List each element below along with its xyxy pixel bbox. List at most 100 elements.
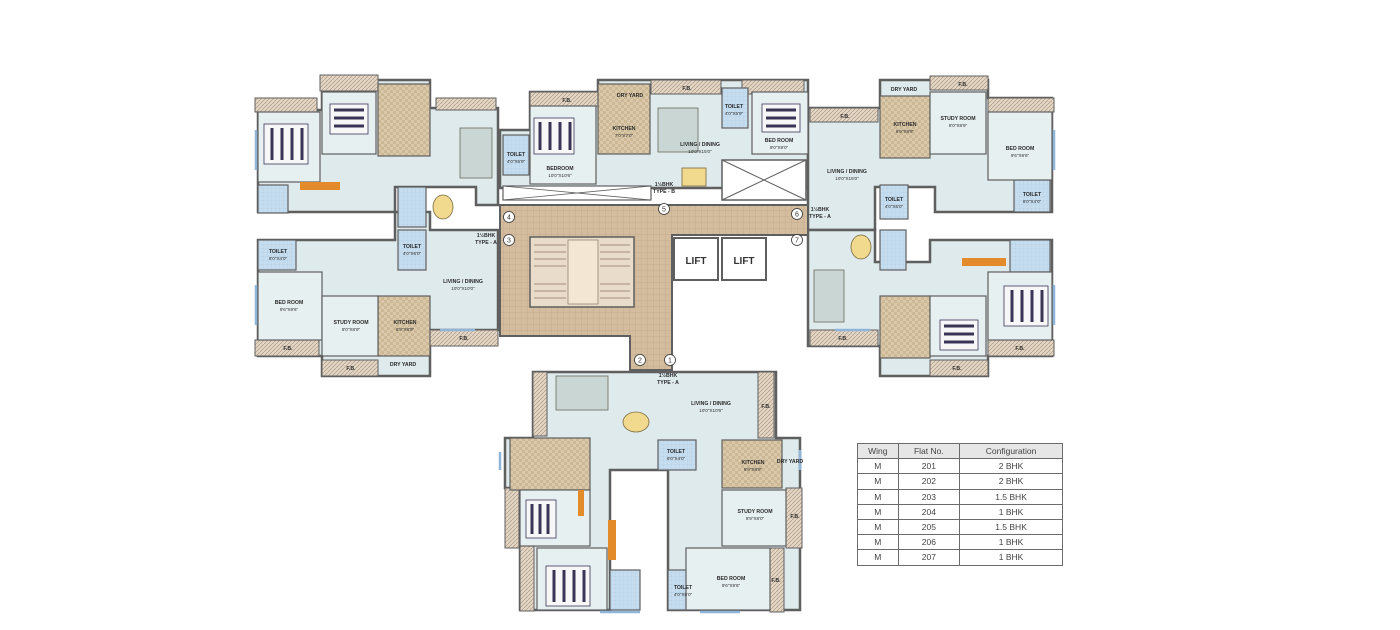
svg-text:8'9"X8'0": 8'9"X8'0"	[746, 516, 765, 521]
svg-text:TYPE - A: TYPE - A	[475, 240, 497, 246]
svg-text:DRY YARD: DRY YARD	[891, 87, 917, 93]
svg-text:LIVING / DINING: LIVING / DINING	[443, 279, 483, 285]
svg-text:KITCHEN: KITCHEN	[893, 122, 916, 128]
svg-text:F.B.: F.B.	[771, 578, 781, 584]
svg-text:BEDROOM: BEDROOM	[546, 166, 573, 172]
svg-text:LIVING / DINING: LIVING / DINING	[680, 142, 720, 148]
svg-text:STUDY ROOM: STUDY ROOM	[737, 509, 772, 515]
svg-text:BED ROOM: BED ROOM	[1006, 146, 1035, 152]
svg-text:BED ROOM: BED ROOM	[765, 138, 794, 144]
svg-text:6'9"X8'9": 6'9"X8'9"	[896, 129, 915, 134]
svg-text:TOILET: TOILET	[725, 104, 744, 110]
room-labels: LIFT LIFT TOILET 4'0"X5'9" BEDROOM 10'0"…	[269, 87, 1042, 597]
svg-text:F.B.: F.B.	[790, 514, 800, 520]
lift-label: LIFT	[685, 256, 706, 267]
svg-text:10'0"X10'6": 10'0"X10'6"	[548, 173, 572, 178]
cell-wing: M	[857, 503, 899, 520]
svg-text:F.B.: F.B.	[838, 336, 848, 342]
svg-text:F.B.: F.B.	[459, 336, 469, 342]
cell-configuration: 2 BHK	[959, 473, 1063, 490]
svg-text:F.B.: F.B.	[761, 404, 771, 410]
svg-text:TOILET: TOILET	[403, 244, 422, 250]
svg-text:F.B.: F.B.	[346, 366, 356, 372]
svg-text:9'6"X9'6": 9'6"X9'6"	[1011, 153, 1030, 158]
svg-text:2: 2	[638, 358, 642, 365]
svg-text:DRY YARD: DRY YARD	[777, 459, 803, 465]
svg-text:BED ROOM: BED ROOM	[275, 300, 304, 306]
svg-text:F.B.: F.B.	[952, 366, 962, 372]
cell-wing: M	[857, 473, 899, 490]
bed-icon	[533, 117, 575, 155]
cell-flat-no: 207	[897, 549, 961, 566]
svg-text:4'0"X6'0": 4'0"X6'0"	[403, 251, 422, 256]
svg-text:STUDY ROOM: STUDY ROOM	[333, 320, 368, 326]
svg-text:1½BHK: 1½BHK	[655, 181, 674, 188]
svg-text:F.B.: F.B.	[682, 86, 692, 92]
cell-configuration: 1.5 BHK	[959, 518, 1063, 536]
svg-text:3: 3	[507, 238, 511, 245]
cell-configuration: 1 BHK	[959, 534, 1063, 551]
svg-text:7'0"X7'0": 7'0"X7'0"	[615, 133, 634, 138]
bed-icon	[263, 123, 309, 165]
svg-text:8'0"X8'9": 8'0"X8'9"	[342, 327, 361, 332]
header-wing: Wing	[857, 442, 899, 460]
svg-text:F.B.: F.B.	[1015, 346, 1025, 352]
flat-marker: 3	[503, 234, 515, 246]
kitchens	[377, 83, 931, 491]
svg-text:KITCHEN: KITCHEN	[393, 320, 416, 326]
cell-wing: M	[857, 549, 899, 566]
svg-text:6'0"X4'0": 6'0"X4'0"	[269, 256, 288, 261]
header-flat-no: Flat No.	[897, 442, 961, 460]
svg-text:F.B.: F.B.	[283, 346, 293, 352]
cell-wing: M	[857, 458, 899, 475]
flat-marker: 7	[791, 234, 803, 246]
bed-icon	[525, 499, 557, 539]
furniture	[432, 107, 872, 433]
svg-text:1½BHK: 1½BHK	[811, 206, 830, 213]
svg-text:DRY YARD: DRY YARD	[617, 93, 643, 99]
bed-icon	[939, 319, 979, 351]
svg-text:DRY YARD: DRY YARD	[390, 362, 416, 368]
header-configuration: Configuration	[959, 442, 1063, 460]
svg-text:TOILET: TOILET	[1023, 192, 1042, 198]
svg-text:F.B.: F.B.	[958, 82, 968, 88]
table-header-row: Wing Flat No. Configuration	[857, 442, 1063, 460]
svg-text:10'0"X10'6": 10'0"X10'6"	[699, 408, 723, 413]
cell-configuration: 1 BHK	[959, 549, 1063, 566]
svg-text:BED ROOM: BED ROOM	[717, 576, 746, 582]
svg-text:4'0"X5'9": 4'0"X5'9"	[507, 159, 526, 164]
svg-text:1: 1	[668, 358, 672, 365]
cell-configuration: 2 BHK	[959, 458, 1063, 475]
svg-text:4: 4	[507, 215, 511, 222]
cell-wing: M	[857, 488, 899, 505]
flower-bed-labels: F.B. F.B. F.B. F.B. F.B. F.B. F.B. F.B. …	[283, 82, 1025, 584]
flat-marker: 6	[791, 208, 803, 220]
cell-flat-no: 203	[897, 488, 961, 505]
lobby	[499, 159, 809, 371]
svg-text:F.B.: F.B.	[562, 98, 572, 104]
svg-text:10'0"X15'0": 10'0"X15'0"	[688, 149, 712, 154]
cell-configuration: 1 BHK	[959, 503, 1063, 520]
svg-text:6: 6	[795, 212, 799, 219]
bed-icon	[1003, 285, 1049, 327]
cell-flat-no: 202	[897, 473, 961, 490]
beds	[263, 103, 1049, 607]
svg-text:1½BHK: 1½BHK	[659, 372, 678, 379]
svg-text:TOILET: TOILET	[885, 197, 904, 203]
svg-text:TOILET: TOILET	[674, 585, 693, 591]
svg-text:F.B.: F.B.	[840, 114, 850, 120]
svg-text:6'9"X8'9": 6'9"X8'9"	[744, 467, 763, 472]
svg-text:9'6"X9'6": 9'6"X9'6"	[280, 307, 299, 312]
svg-text:10'0"X15'0": 10'0"X15'0"	[835, 176, 859, 181]
cell-flat-no: 205	[897, 518, 961, 536]
cell-configuration: 1.5 BHK	[959, 488, 1063, 505]
svg-text:KITCHEN: KITCHEN	[612, 126, 635, 132]
